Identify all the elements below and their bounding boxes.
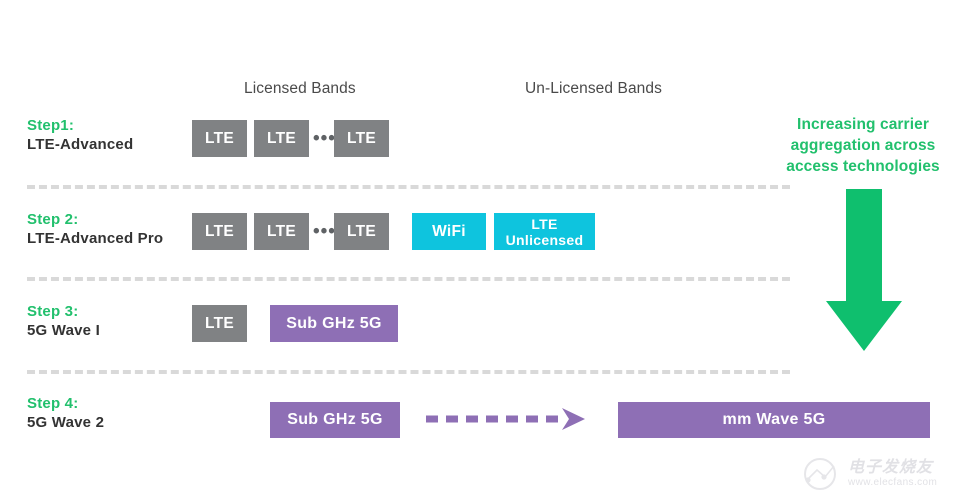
column-header-licensed-bands: Licensed Bands [244, 80, 356, 97]
down-arrow-icon [826, 189, 902, 351]
watermark-url: www.elecfans.com [848, 477, 938, 488]
step-number-2: Step 2: [27, 211, 79, 228]
block-wifi-row2: WiFi [412, 213, 486, 250]
block-lte-row1-a: LTE [192, 120, 247, 157]
block-lte-row2-c: LTE [334, 213, 389, 250]
block-sub-ghz-5g-row3: Sub GHz 5G [270, 305, 398, 342]
block-lte-row2-a: LTE [192, 213, 247, 250]
ellipsis-row1: ••• [313, 128, 336, 149]
elecfans-logo-icon [804, 458, 836, 490]
step-technology-1: LTE-Advanced [27, 136, 134, 153]
block-lte-row2-b: LTE [254, 213, 309, 250]
block-mm-wave-5g-row4: mm Wave 5G [618, 402, 930, 438]
dashed-right-arrow-icon [426, 408, 585, 430]
step-number-1: Step1: [27, 117, 75, 134]
column-header-unlicensed-bands: Un-Licensed Bands [525, 80, 662, 97]
step-number-3: Step 3: [27, 303, 79, 320]
step-technology-2: LTE-Advanced Pro [27, 230, 164, 247]
watermark: 电子发烧友 www.elecfans.com [800, 452, 960, 496]
step-label-1: Step1: LTE-Advanced [27, 116, 133, 155]
row-divider-3 [27, 370, 790, 374]
watermark-brand: 电子发烧友 [848, 459, 934, 476]
block-lte-row1-b: LTE [254, 120, 309, 157]
block-lte-row1-c: LTE [334, 120, 389, 157]
block-sub-ghz-5g-row4: Sub GHz 5G [270, 402, 400, 438]
ellipsis-row2: ••• [313, 221, 336, 242]
annotation-increasing-carrier-aggregation: Increasing carrier aggregation across ac… [786, 116, 940, 175]
step-label-4: Step 4: 5G Wave 2 [27, 394, 104, 433]
step-label-2: Step 2: LTE-Advanced Pro [27, 210, 163, 249]
step-number-4: Step 4: [27, 395, 79, 412]
step-technology-4: 5G Wave 2 [27, 414, 105, 431]
row-divider-1 [27, 185, 790, 189]
block-lte-unlicensed-row2: LTE Unlicensed [494, 213, 595, 250]
block-lte-unlicensed-line1: LTE [531, 215, 558, 232]
row-divider-2 [27, 277, 790, 281]
block-lte-row3: LTE [192, 305, 247, 342]
block-lte-unlicensed-line2: Unlicensed [505, 231, 584, 248]
step-label-3: Step 3: 5G Wave I [27, 302, 100, 341]
step-technology-3: 5G Wave I [27, 322, 100, 339]
